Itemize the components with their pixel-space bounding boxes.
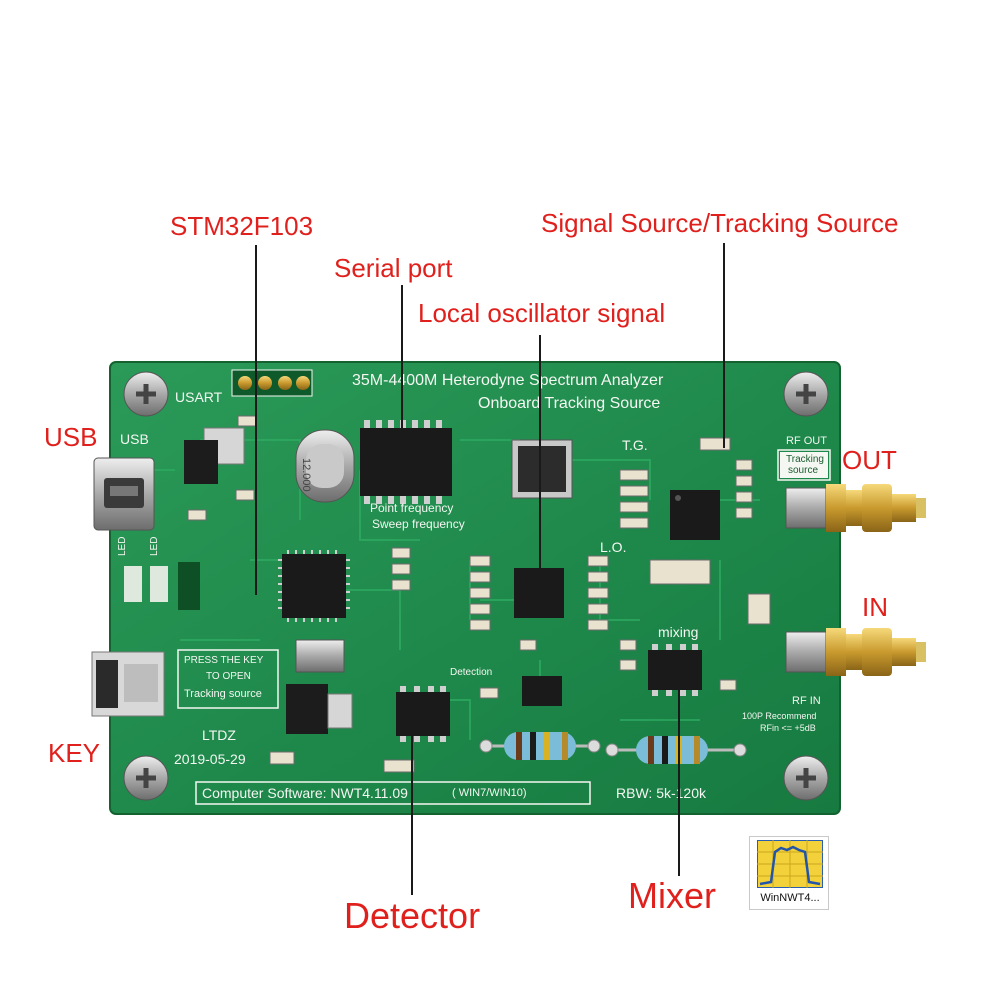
- callout-in: IN: [862, 592, 888, 622]
- micro-usb-connector: [93, 457, 155, 531]
- leader-mixer: [678, 670, 680, 876]
- resistor-left: [479, 732, 601, 760]
- press-key-line3: Tracking source: [184, 688, 262, 700]
- press-key-line1: PRESS THE KEY: [184, 655, 264, 666]
- callout-key: KEY: [48, 738, 101, 768]
- callout-stm32: STM32F103: [170, 211, 314, 241]
- leader-stm32: [255, 245, 257, 595]
- mixer-chip: [648, 644, 702, 696]
- voltage-regulator-top: [184, 427, 245, 484]
- recommend-label-1: 100P Recommend: [742, 711, 817, 721]
- sweep-frequency-label: Sweep frequency: [372, 517, 465, 531]
- recommend-label-2: RFin <= +5dB: [760, 723, 816, 733]
- lo-label: L.O.: [600, 539, 627, 555]
- sma-in-connector: [785, 628, 926, 676]
- leader-signal-source: [723, 243, 725, 448]
- callout-usb: USB: [44, 422, 98, 452]
- tcxo: [511, 439, 573, 499]
- spectrum-trace-icon: [757, 840, 823, 888]
- led-label-1: LED: [117, 536, 128, 556]
- tg-label: T.G.: [622, 437, 648, 453]
- leader-serial-port: [401, 285, 403, 460]
- rf-in-label: RF IN: [792, 695, 821, 707]
- callout-out: OUT: [842, 445, 897, 475]
- point-frequency-label: Point frequency: [370, 501, 454, 515]
- board-title-line1: 35M-4400M Heterodyne Spectrum Analyzer: [352, 372, 664, 389]
- adf-chip-tg: [670, 490, 720, 540]
- mounting-holes: [123, 371, 829, 801]
- os-label: ( WIN7/WIN10): [452, 787, 527, 799]
- usart-label: USART: [175, 389, 223, 405]
- led-label-2: LED: [149, 536, 160, 556]
- tracking-source-box: [780, 452, 828, 478]
- board-title-line2: Onboard Tracking Source: [478, 395, 661, 412]
- voltage-regulator-bottom: [286, 684, 353, 734]
- app-icon-label: WinNWT4...: [760, 892, 820, 904]
- leader-local-osc: [539, 335, 541, 593]
- date-label: 2019-05-29: [174, 751, 246, 767]
- callout-local-osc: Local oscillator signal: [418, 298, 666, 328]
- detector-chip: [396, 686, 450, 742]
- serial-chip: [360, 420, 452, 504]
- usb-silk-label: USB: [120, 431, 149, 447]
- stm32-chip: [278, 550, 350, 622]
- callout-signal-source: Signal Source/Tracking Source: [541, 208, 899, 238]
- leader-detector: [411, 714, 413, 895]
- small-ic: [522, 676, 562, 706]
- winnwt-app-icon[interactable]: WinNWT4...: [749, 836, 829, 910]
- rf-out-label: RF OUT: [786, 435, 827, 447]
- callout-mixer: Mixer: [628, 875, 716, 916]
- tracking-source-label-1: Tracking: [786, 454, 824, 465]
- tactile-key: [91, 651, 165, 717]
- crystal-oscillator: [295, 429, 355, 503]
- usart-header: [231, 369, 313, 397]
- maker-label: LTDZ: [202, 727, 236, 743]
- crystal-marking: 12.000: [300, 458, 312, 492]
- tracking-source-label-2: source: [788, 465, 819, 476]
- callout-serial-port: Serial port: [334, 253, 453, 283]
- mixing-label: mixing: [658, 624, 699, 640]
- sma-out-connector: [785, 484, 926, 532]
- software-label: Computer Software: NWT4.11.09: [202, 785, 408, 801]
- press-key-line2: TO OPEN: [206, 671, 251, 682]
- crystal-small: [295, 639, 345, 673]
- detection-label: Detection: [450, 667, 493, 678]
- rbw-label: RBW: 5k-120k: [616, 785, 706, 801]
- callout-detector: Detector: [344, 895, 481, 936]
